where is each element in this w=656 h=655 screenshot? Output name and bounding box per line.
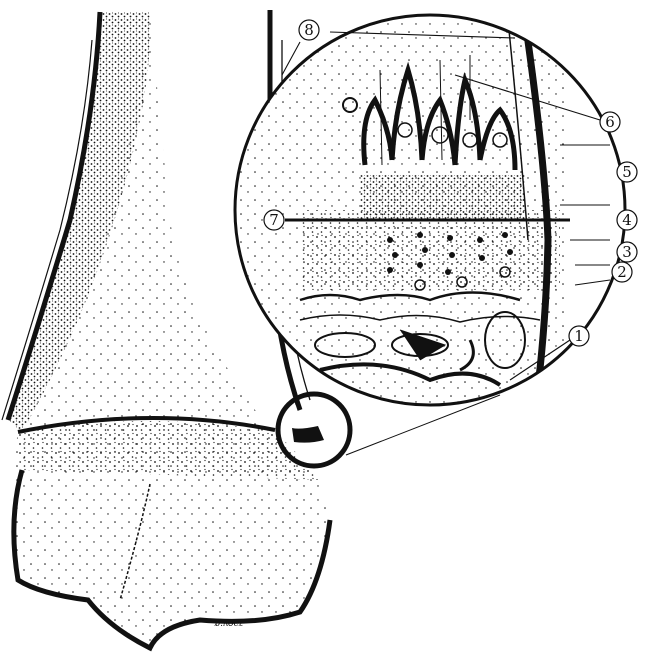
callout-4: 4 bbox=[617, 210, 637, 230]
svg-text:7: 7 bbox=[269, 211, 279, 229]
bone-epiphysis: ɒ.ʌʊcz bbox=[11, 420, 330, 648]
svg-text:3: 3 bbox=[622, 243, 632, 261]
bone-shaft bbox=[2, 12, 270, 432]
callout-7: 7 bbox=[264, 210, 284, 230]
illustrator-signature: ɒ.ʌʊcz bbox=[214, 619, 244, 629]
svg-text:4: 4 bbox=[622, 211, 632, 229]
callout-1: 1 bbox=[569, 326, 589, 346]
callout-6: 6 bbox=[600, 112, 620, 132]
callout-8: 8 bbox=[299, 20, 319, 40]
svg-text:2: 2 bbox=[617, 263, 627, 281]
callout-5: 5 bbox=[617, 162, 637, 182]
magnified-view bbox=[235, 15, 625, 410]
svg-text:6: 6 bbox=[605, 113, 615, 131]
svg-text:5: 5 bbox=[622, 163, 632, 181]
svg-text:8: 8 bbox=[304, 21, 314, 39]
callout-2: 2 bbox=[612, 262, 632, 282]
svg-text:1: 1 bbox=[574, 327, 584, 345]
callout-3: 3 bbox=[617, 242, 637, 262]
